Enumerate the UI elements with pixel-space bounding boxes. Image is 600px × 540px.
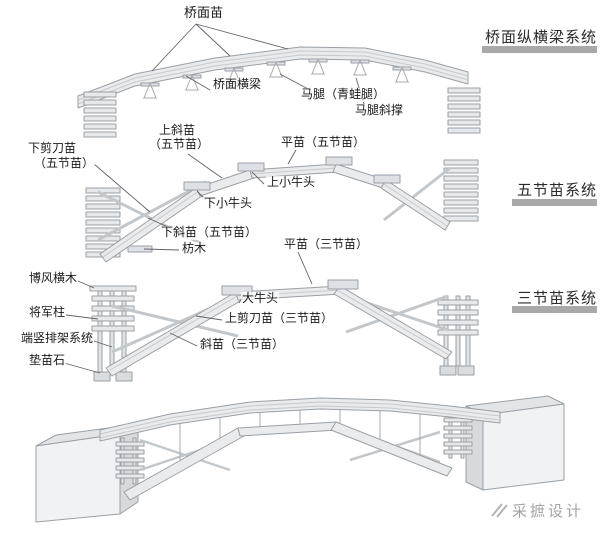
label-upper-small-oxhead: 上小牛头 <box>266 175 317 190</box>
label-bofeng-crossbeam: 博风横木 <box>28 271 79 286</box>
deck-end-stacks <box>83 87 481 138</box>
section-bar-three <box>512 306 597 313</box>
label-flat-three: 平苗（三节苗） <box>283 237 370 252</box>
label-general-post: 将军柱 <box>28 305 67 320</box>
label-lower-scissor-five-line2: （五节苗） <box>33 156 96 171</box>
section-bar-deck <box>482 46 597 53</box>
label-fang-timber: 枋木 <box>181 241 208 256</box>
section-bar-five <box>512 199 597 206</box>
assembled-bridge <box>35 395 565 523</box>
oxhead-bars <box>183 156 401 191</box>
bridge-posts <box>179 409 421 460</box>
label-flat-five: 平苗（五节苗） <box>280 135 367 150</box>
label-deck-planks: 桥面苗 <box>183 5 225 21</box>
pen-nib-icon <box>491 503 508 518</box>
label-horse-leg-brace: 马腿斜撑 <box>354 103 405 118</box>
five-segment-structure <box>85 156 479 263</box>
label-padding-stone: 垫苗石 <box>28 353 67 368</box>
three-segment-structure <box>89 279 479 382</box>
section-label-five-segment: 五节苗系统 <box>516 182 597 199</box>
label-upper-slant-five-line2: （五节苗） <box>148 137 211 152</box>
label-lower-slant-five: 下斜苗（五节苗） <box>160 225 259 240</box>
right-end-frame <box>437 295 479 376</box>
section-label-three-segment: 三节苗系统 <box>516 290 597 307</box>
label-deck-crossbeam: 桥面横梁 <box>212 77 263 92</box>
watermark-text: 采摭设计 <box>512 503 585 520</box>
bridge-end-frames <box>115 413 473 485</box>
label-upper-scissor-three: 上剪刀苗（三节苗） <box>224 311 335 326</box>
label-upper-slant-five-line1: 上斜苗 <box>158 123 197 138</box>
label-big-oxhead: 大牛头 <box>241 291 280 306</box>
label-slant-three: 斜苗（三节苗） <box>199 337 286 352</box>
label-lower-scissor-five-line1: 下剪刀苗 <box>27 141 78 156</box>
deck-structure <box>77 46 481 138</box>
section-label-deck-system: 桥面纵横梁系统 <box>484 29 597 46</box>
big-oxhead-bars <box>221 279 359 296</box>
label-end-frame-system: 端竖排架系统 <box>20 331 95 346</box>
label-lower-small-oxhead: 下小牛头 <box>203 196 254 211</box>
right-abutment <box>465 395 565 491</box>
five-end-stacks <box>85 159 479 258</box>
label-horse-leg: 马腿（青蛙腿） <box>300 87 387 102</box>
left-end-frame <box>89 285 137 382</box>
